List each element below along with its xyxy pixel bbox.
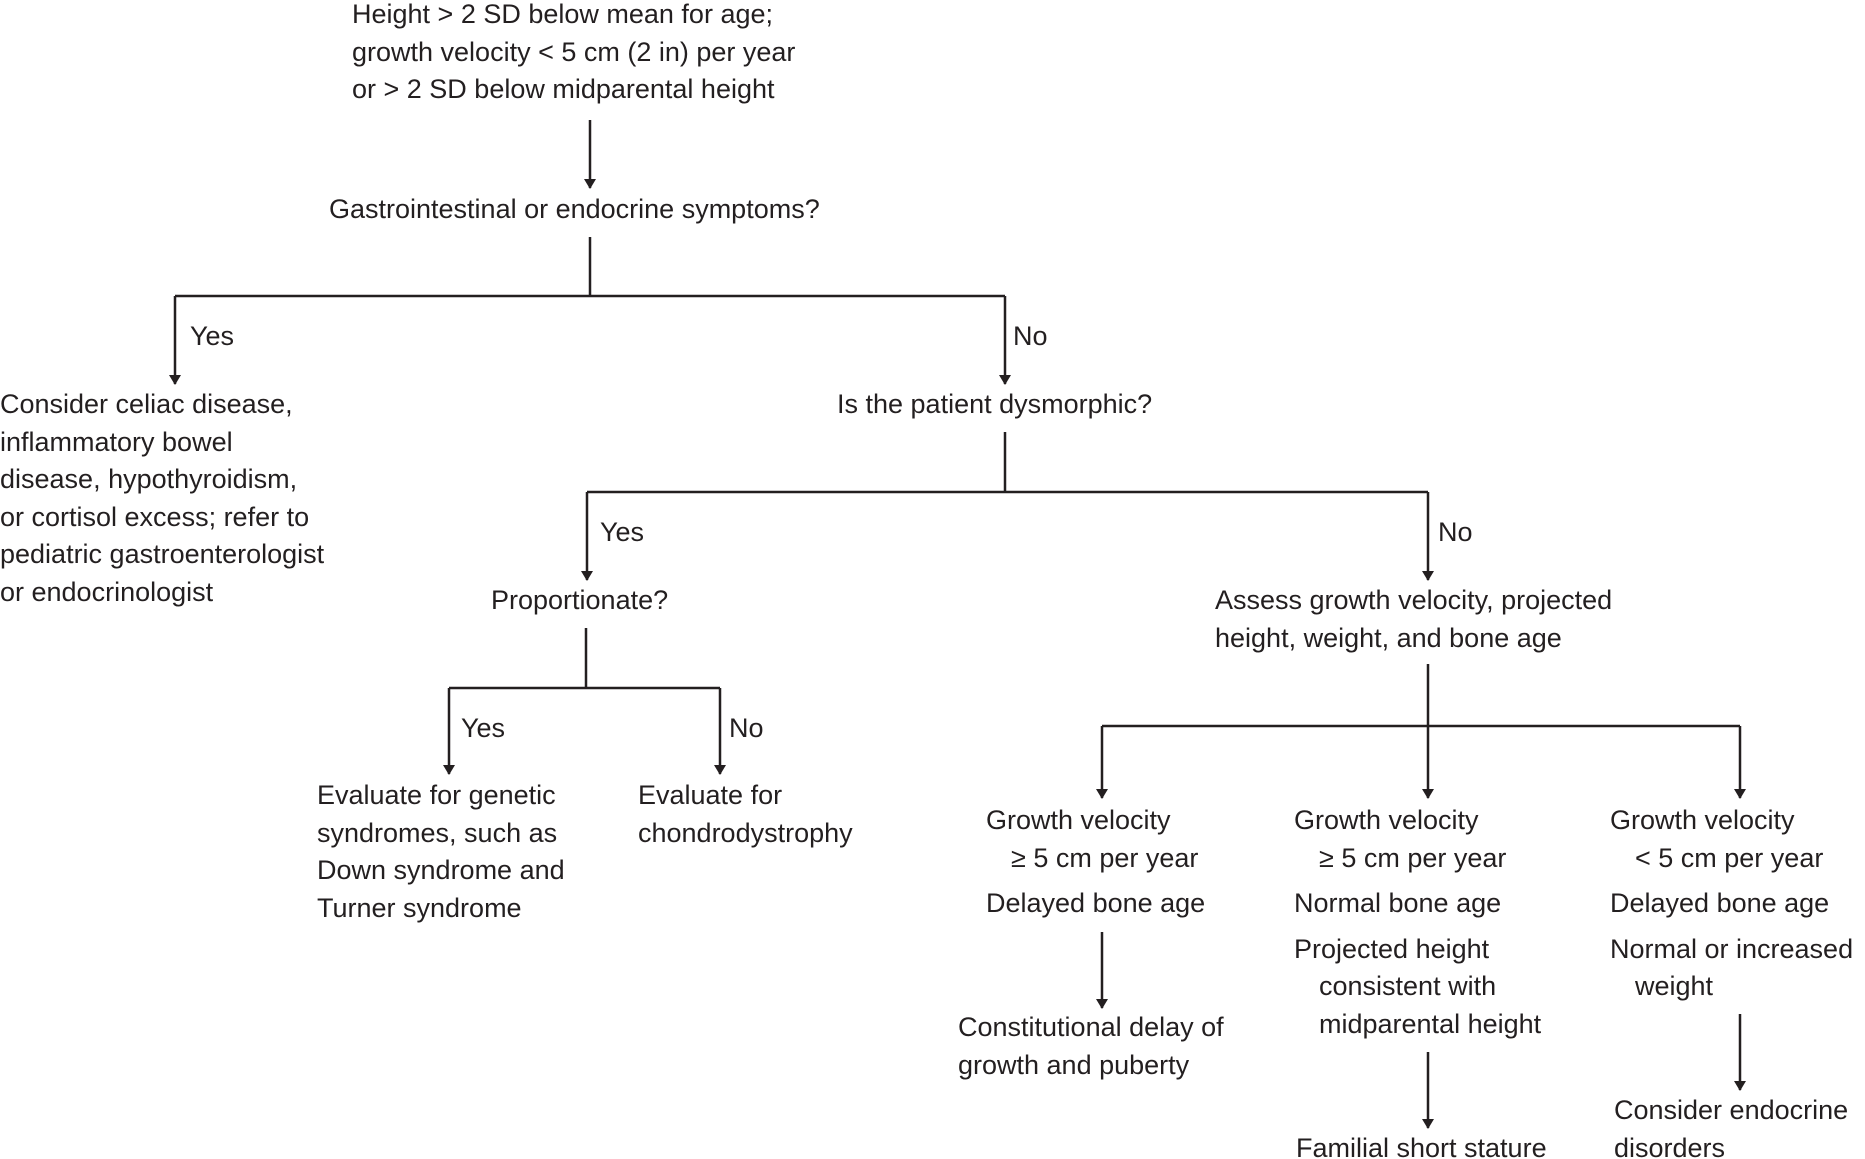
branch-c-node: Growth velocity < 5 cm per year Delayed …	[1610, 802, 1853, 1006]
node-line: Constitutional delay of	[958, 1012, 1224, 1042]
node-line: Down syndrome and	[317, 855, 565, 885]
node-line: or endocrinologist	[0, 576, 214, 607]
node-line: Turner syndrome	[317, 892, 522, 923]
node-line: Consider endocrine	[1614, 1095, 1849, 1125]
node-line: Evaluate for genetic	[317, 780, 556, 810]
genetic-syndromes-node: Evaluate for genetic syndromes, such as …	[317, 777, 565, 927]
node-line: chondrodystrophy	[638, 817, 853, 848]
proportionate-yes-label: Yes	[461, 713, 506, 743]
node-line: Evaluate for	[638, 780, 783, 810]
constitutional-delay-node: Constitutional delay of growth and puber…	[958, 1009, 1224, 1084]
node-line: weight	[1635, 971, 1714, 1001]
node-line: Familial short stature	[1296, 1133, 1547, 1159]
node-line: growth and puberty	[958, 1049, 1190, 1080]
node-line: or > 2 SD below midparental height	[352, 74, 775, 104]
node-line: Consider celiac disease,	[0, 389, 293, 419]
node-line: Assess growth velocity, projected	[1215, 585, 1613, 615]
node-line: Growth velocity	[1294, 805, 1479, 835]
node-line: Delayed bone age	[986, 888, 1206, 918]
node-line: < 5 cm per year	[1635, 842, 1824, 873]
endocrine-disorders-node: Consider endocrine disorders	[1614, 1092, 1848, 1159]
node-line: inflammatory bowel	[0, 426, 233, 457]
node-line: ≥ 5 cm per year	[1011, 842, 1199, 873]
node-line: height, weight, and bone age	[1215, 622, 1562, 653]
proportionate-question-node: Proportionate?	[491, 582, 668, 620]
node-line: Proportionate?	[491, 585, 669, 615]
familial-short-stature-node: Familial short stature	[1296, 1130, 1547, 1159]
node-line: Is the patient dysmorphic?	[837, 389, 1153, 419]
node-line: Delayed bone age	[1610, 888, 1830, 918]
node-line: pediatric gastroenterologist	[0, 539, 325, 569]
start-criteria-node: Height > 2 SD below mean for age; growth…	[352, 0, 795, 109]
branch-b-node: Growth velocity ≥ 5 cm per year Normal b…	[1294, 802, 1541, 1043]
symptoms-no-label: No	[1013, 321, 1048, 351]
node-line: or cortisol excess; refer to	[0, 501, 310, 532]
node-line: Normal or increased	[1610, 933, 1854, 964]
node-line: consistent with	[1319, 971, 1497, 1001]
node-line: growth velocity < 5 cm (2 in) per year	[352, 36, 796, 67]
dysmorphic-question-node: Is the patient dysmorphic?	[837, 386, 1152, 424]
proportionate-no-label: No	[729, 713, 764, 743]
celiac-recommendation-node: Consider celiac disease, inflammatory bo…	[0, 386, 324, 611]
node-line: midparental height	[1319, 1008, 1542, 1039]
node-line: Height > 2 SD below mean for age;	[352, 0, 773, 29]
node-line: Gastrointestinal or endocrine symptoms?	[329, 194, 820, 224]
symptoms-yes-label: Yes	[190, 321, 235, 351]
symptoms-question-node: Gastrointestinal or endocrine symptoms?	[329, 191, 820, 229]
node-line: disorders	[1614, 1132, 1726, 1159]
assess-growth-node: Assess growth velocity, projected height…	[1215, 582, 1612, 657]
dysmorphic-yes-label: Yes	[600, 517, 645, 547]
node-line: Projected height	[1294, 933, 1490, 964]
node-line: Normal bone age	[1294, 888, 1502, 918]
chondrodystrophy-node: Evaluate for chondrodystrophy	[638, 777, 853, 852]
node-line: Growth velocity	[986, 805, 1171, 835]
branch-a-node: Growth velocity ≥ 5 cm per year Delayed …	[986, 802, 1205, 923]
node-line: disease, hypothyroidism,	[0, 464, 298, 494]
node-line: Growth velocity	[1610, 805, 1795, 835]
dysmorphic-no-label: No	[1438, 517, 1473, 547]
node-line: syndromes, such as	[317, 817, 558, 848]
node-line: ≥ 5 cm per year	[1319, 842, 1507, 873]
